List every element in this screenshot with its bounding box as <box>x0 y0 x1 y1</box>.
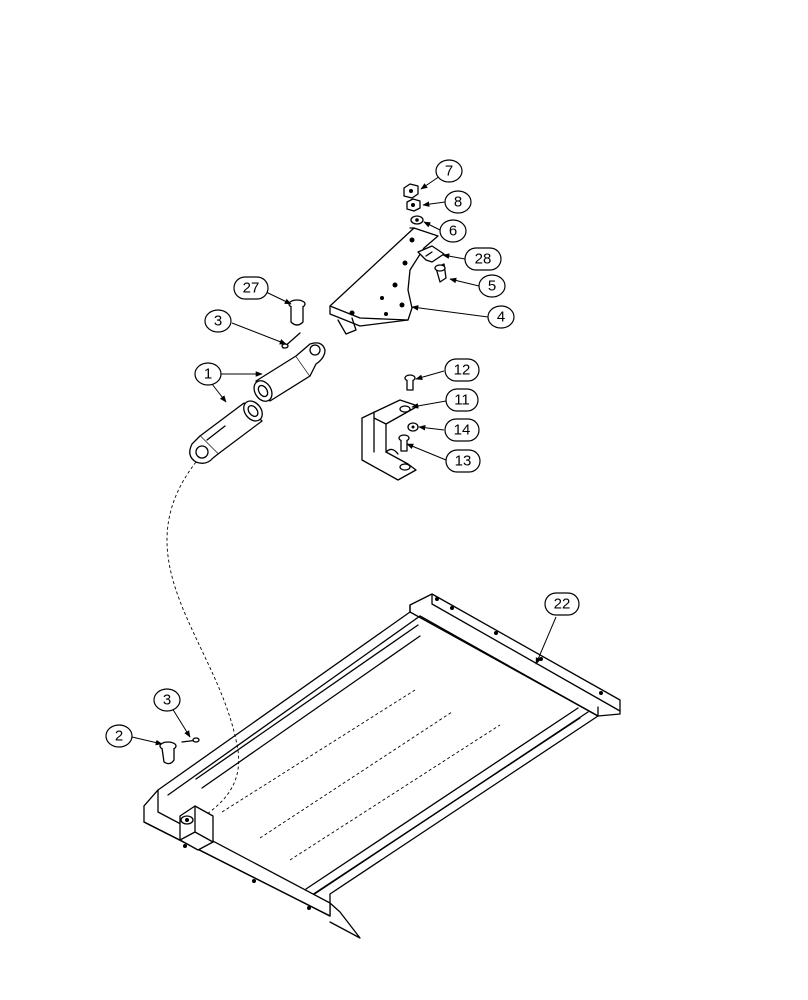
washer-part-6 <box>410 215 424 225</box>
bracket-part-11 <box>361 399 419 481</box>
bolt-part-5 <box>434 263 447 283</box>
callout-22: 22 <box>544 592 580 616</box>
callout-label: 2 <box>115 728 123 745</box>
callout-label: 3 <box>214 313 222 330</box>
bolt-part-12 <box>404 374 416 391</box>
callout-label: 4 <box>497 309 505 326</box>
callout-5: 5 <box>478 274 506 298</box>
callout-label: 5 <box>488 278 496 295</box>
mounting-plate-part-4 <box>329 227 439 335</box>
washer-part-14 <box>407 422 419 432</box>
callout-label: 28 <box>475 251 492 268</box>
callout-label: 27 <box>243 280 260 297</box>
callout-label: 22 <box>554 596 571 613</box>
callout-8: 8 <box>444 190 472 214</box>
pin-part-27 <box>288 299 306 326</box>
callout-label: 3 <box>163 692 171 709</box>
callout-3-lower: 3 <box>153 688 181 712</box>
hydraulic-cylinder-lower <box>189 400 263 464</box>
callout-4: 4 <box>487 305 515 329</box>
clip-part-28 <box>417 245 445 263</box>
callout-6: 6 <box>439 219 467 243</box>
callout-28: 28 <box>464 247 502 271</box>
callout-13: 13 <box>445 449 481 473</box>
callout-14: 14 <box>444 418 480 442</box>
callout-12: 12 <box>444 358 480 382</box>
callout-label: 7 <box>445 163 453 180</box>
leader-lines <box>131 175 557 746</box>
callout-7: 7 <box>435 159 463 183</box>
cotter-pin-upper <box>281 332 301 349</box>
callout-11: 11 <box>445 388 479 412</box>
callout-label: 14 <box>454 422 471 439</box>
hydraulic-cylinder-upper <box>253 342 326 402</box>
nut-part-8 <box>406 198 421 212</box>
nut-part-7 <box>403 183 419 199</box>
callout-label: 12 <box>454 362 471 379</box>
cotter-pin-lower <box>181 737 200 743</box>
assembly-path-line <box>166 461 240 815</box>
callout-1: 1 <box>194 362 222 386</box>
pin-part-2 <box>159 741 177 765</box>
frame-part-22 <box>143 593 621 939</box>
callout-label: 8 <box>454 194 462 211</box>
callout-label: 1 <box>204 366 212 383</box>
callout-label: 11 <box>454 392 470 409</box>
callout-27: 27 <box>233 276 269 300</box>
bolt-part-13 <box>398 434 410 452</box>
callout-3-upper: 3 <box>204 309 232 333</box>
callout-label: 6 <box>449 223 457 240</box>
callout-2: 2 <box>105 724 133 748</box>
callout-label: 13 <box>455 453 472 470</box>
